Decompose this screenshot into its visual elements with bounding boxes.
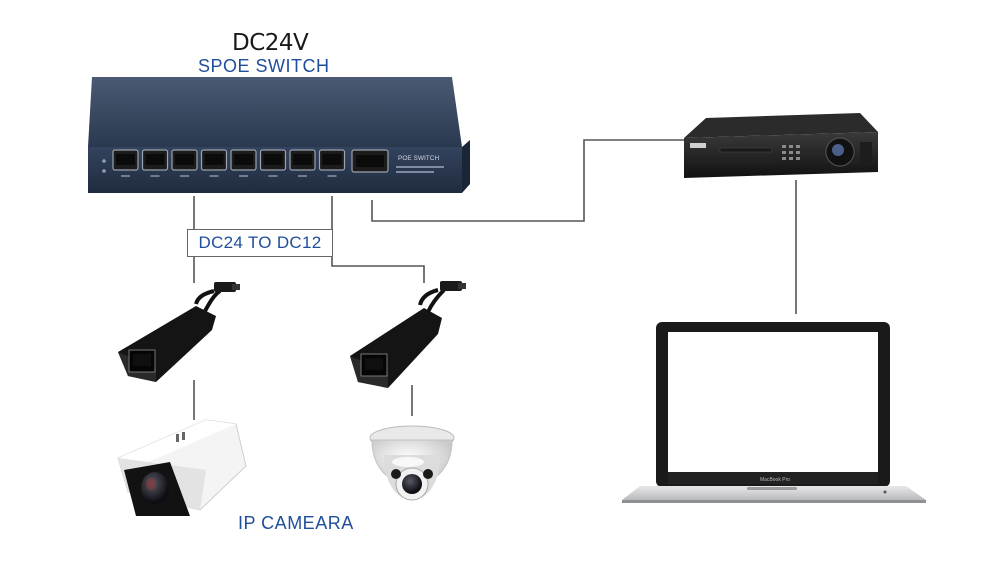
dome-camera-icon [369, 425, 455, 501]
cables [193, 139, 797, 420]
switch-ports [112, 149, 346, 177]
switch-port [200, 149, 228, 177]
poe-splitter-icon [350, 281, 466, 388]
switch-port [318, 149, 346, 177]
poe-splitter-icon [118, 282, 240, 382]
switch-port [289, 149, 316, 177]
nvr-recorder-icon [684, 113, 878, 178]
converter-label: DC24 TO DC12 [187, 229, 333, 257]
cable-converter-to-splitter-2 [331, 256, 425, 283]
camera-label: IP CAMEARA [238, 513, 354, 533]
switch-port [259, 149, 287, 177]
bullet-camera-icon [117, 419, 247, 516]
poe-switch-icon: POE SWITCH [88, 77, 470, 193]
laptop-brand-text: MacBook Pro [760, 477, 790, 483]
switch-port [171, 149, 198, 177]
switch-port [112, 149, 139, 177]
switch-panel-text: POE SWITCH [398, 155, 439, 162]
laptop-icon: MacBook Pro [622, 322, 926, 503]
device-label: SPOE SWITCH [198, 56, 330, 76]
cable-switch-to-nvr [371, 139, 684, 222]
switch-port [141, 149, 169, 177]
switch-port [230, 149, 257, 177]
diagram-title: DC24V [232, 30, 309, 56]
